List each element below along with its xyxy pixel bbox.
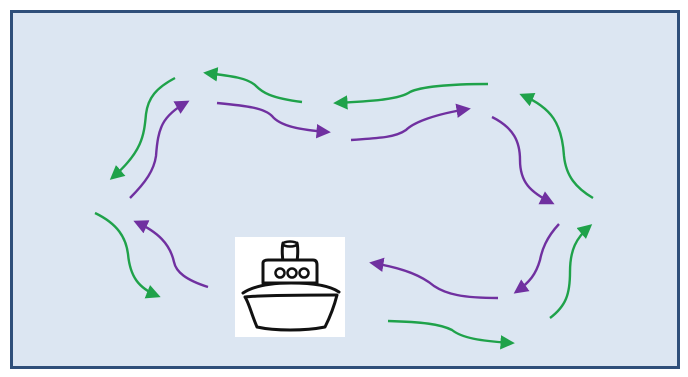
ship-icon — [241, 240, 341, 332]
green-left-lower-arrow — [94, 211, 161, 299]
purple-left-lower-arrow — [133, 220, 209, 289]
green-top-right-arrow — [333, 82, 489, 110]
ship-panel — [235, 237, 345, 337]
green-left-upper-arrow — [109, 76, 176, 180]
green-right-lower-arrow — [549, 224, 593, 319]
purple-top-left-arrow — [216, 101, 331, 139]
purple-right-lower-arrow — [513, 223, 560, 294]
green-bottom-arrow — [387, 319, 515, 350]
purple-right-upper-arrow — [491, 115, 555, 205]
diagram-frame — [10, 10, 680, 369]
green-top-left-arrow — [203, 67, 303, 104]
green-right-upper-arrow — [519, 92, 594, 200]
diagram-canvas — [10, 10, 680, 369]
purple-bottom-arrow — [369, 257, 499, 300]
purple-left-upper-arrow — [129, 100, 190, 199]
arrow-layer — [94, 67, 594, 350]
purple-top-right-arrow — [350, 103, 471, 142]
